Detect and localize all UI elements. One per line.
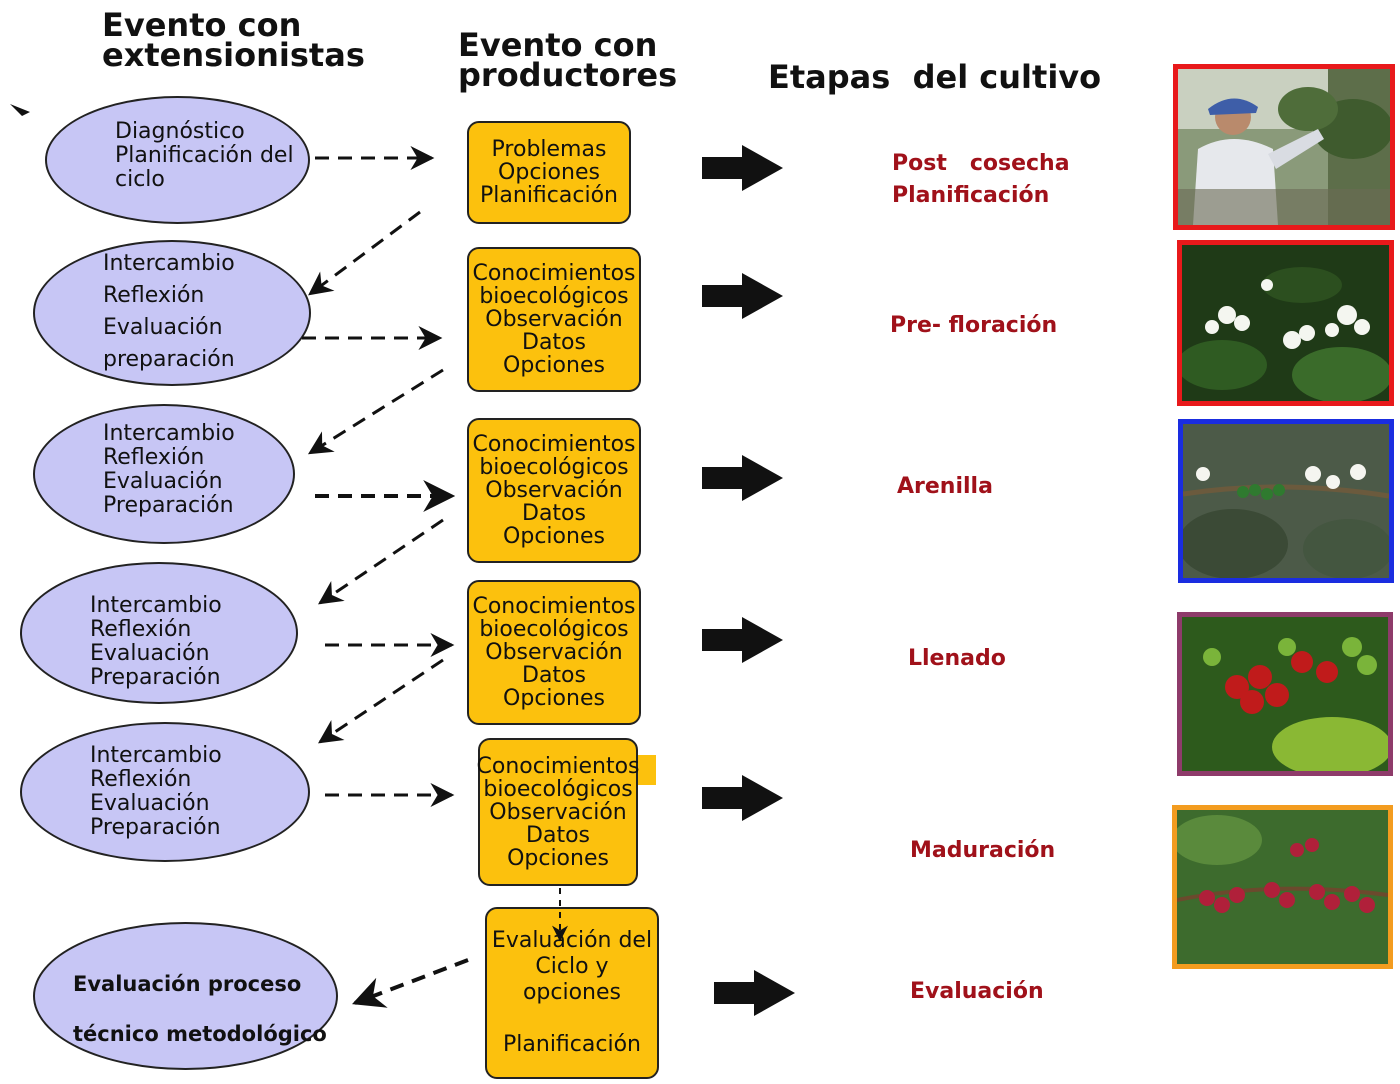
ellipse-exchange-1-text: Intercambio Reflexión Evaluación prepara… xyxy=(103,251,235,372)
dashed-arrow-6 xyxy=(318,518,444,605)
coffee-flowers-green-beans-image xyxy=(1183,424,1389,578)
coffee-flowers-image xyxy=(1182,245,1389,401)
box-problems: Problemas Opciones Planificación xyxy=(467,121,631,224)
header-crop-stages: Etapas del cultivo xyxy=(768,58,1102,96)
box-problems-text: Problemas Opciones Planificación xyxy=(480,137,618,208)
ellipse-exchange-3-text: Intercambio Reflexión Evaluación Prepara… xyxy=(90,593,222,690)
ellipse-exchange-2-text: Intercambio Reflexión Evaluación Prepara… xyxy=(103,421,235,518)
box-knowledge-3-text: Conocimientos bioecológicos Observación … xyxy=(472,594,636,711)
stage-pre-flowering: Pre- floración xyxy=(890,313,1058,338)
ellipse-process-evaluation: Evaluación proceso técnico metodológico xyxy=(33,922,338,1070)
dashed-arrow-11 xyxy=(352,958,469,1008)
photo-red-green-coffee-cherries xyxy=(1177,612,1393,776)
block-arrow-5 xyxy=(702,775,783,821)
block-arrow-2 xyxy=(702,273,783,319)
photo-farmer-picking-coffee xyxy=(1173,64,1395,230)
box-knowledge-2-text: Conocimientos bioecológicos Observación … xyxy=(472,432,636,549)
ellipse-process-evaluation-text: Evaluación proceso técnico metodológico xyxy=(73,972,327,1046)
ellipse-exchange-2: Intercambio Reflexión Evaluación Prepara… xyxy=(33,404,295,544)
box-cycle-evaluation-text: Evaluación del Ciclo y opciones Planific… xyxy=(491,928,653,1057)
block-arrow-6 xyxy=(714,970,795,1016)
header-extensionists: Evento con extensionistas xyxy=(102,6,365,74)
farmer-picking-coffee-image xyxy=(1178,69,1390,225)
box-knowledge-1-text: Conocimientos bioecológicos Observación … xyxy=(472,261,636,378)
ellipse-exchange-4-text: Intercambio Reflexión Evaluación Prepara… xyxy=(90,743,222,840)
box-knowledge-1: Conocimientos bioecológicos Observación … xyxy=(467,247,641,392)
photo-coffee-flowers xyxy=(1177,240,1394,406)
block-arrow-3 xyxy=(702,455,783,501)
dashed-arrow-8 xyxy=(318,658,444,744)
ripe-coffee-cherries-image xyxy=(1177,810,1388,964)
stage-ripening: Maduración xyxy=(910,838,1056,863)
box-knowledge-3: Conocimientos bioecológicos Observación … xyxy=(467,580,641,725)
block-arrow-4 xyxy=(702,617,783,663)
ellipse-diagnosis: Diagnóstico Planificación del ciclo xyxy=(45,96,310,224)
stage-filling: Llenado xyxy=(908,646,1006,671)
stage-evaluation: Evaluación xyxy=(910,979,1044,1004)
box-knowledge-2: Conocimientos bioecológicos Observación … xyxy=(467,418,641,563)
dashed-arrow-4 xyxy=(307,368,444,455)
ellipse-exchange-1: Intercambio Reflexión Evaluación prepara… xyxy=(33,240,311,386)
header-producers: Evento con productores xyxy=(458,26,678,94)
box-knowledge-4: Conocimientos bioecológicos Observación … xyxy=(476,738,640,886)
yellow-marker xyxy=(636,755,656,785)
red-green-coffee-cherries-image xyxy=(1182,617,1388,771)
stage-arenilla: Arenilla xyxy=(897,474,993,499)
block-arrow-1 xyxy=(702,145,783,191)
ellipse-diagnosis-text: Diagnóstico Planificación del ciclo xyxy=(115,119,294,192)
ellipse-exchange-3: Intercambio Reflexión Evaluación Prepara… xyxy=(20,562,298,704)
photo-ripe-coffee-cherries xyxy=(1172,805,1393,969)
small-arrowhead xyxy=(10,104,30,116)
dashed-arrow-2 xyxy=(308,210,421,296)
box-cycle-evaluation: Evaluación del Ciclo y opciones Planific… xyxy=(485,907,659,1079)
stage-post-harvest: Post cosecha Planificación xyxy=(892,151,1070,208)
ellipse-exchange-4: Intercambio Reflexión Evaluación Prepara… xyxy=(20,722,310,862)
photo-coffee-flowers-green-beans xyxy=(1178,419,1394,583)
box-knowledge-4-text: Conocimientos bioecológicos Observación … xyxy=(476,753,640,871)
